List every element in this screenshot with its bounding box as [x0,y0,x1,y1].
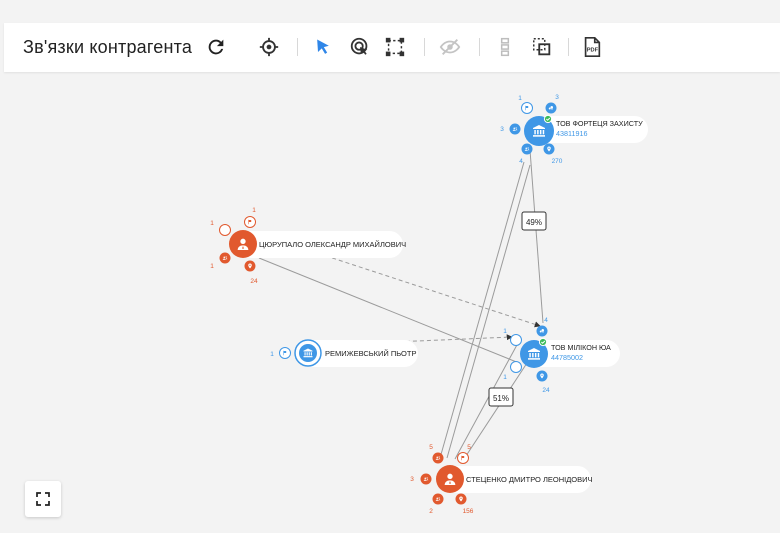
group-select-icon [533,38,551,56]
node-name: ЦЮРУПАЛО ОЛЕКСАНДР МИХАЙЛОВИЧ [259,240,406,249]
count-share: 4 [544,317,548,324]
node-remyzhevskyi[interactable]: РЕМИЖЕВСЬКИЙ ПЬОТР 1 [270,339,418,367]
edge-stetsenko-milikon-a [454,342,519,460]
cursor-icon [317,39,329,54]
refresh-icon [208,39,224,55]
edge-fortress-milikon [529,149,544,324]
count-group: 1 [503,374,507,381]
count-group: 1 [210,263,214,270]
node-name: ТОВ ФОРТЕЦЯ ЗАХИСТУ [556,119,643,128]
toolbar: Зв'язки контрагента PDF [4,23,780,72]
fullscreen-icon [36,492,50,506]
select-area-button[interactable] [383,35,407,59]
page-title: Зв'язки контрагента [23,37,193,57]
edge-stetsenko-milikon-b [461,362,528,463]
count-group: 2 [429,508,433,515]
node-code: 43811916 [556,129,587,138]
toolbar-divider [424,38,425,56]
edge-fortress-stetsenko-a [439,161,525,459]
node-fortress[interactable]: ТОВ ФОРТЕЦЯ ЗАХИСТУ 43811916 1 3 3 4 270 [500,94,648,165]
refresh-button[interactable] [204,35,228,59]
count-flag: 5 [467,444,471,451]
toolbar-divider [479,38,480,56]
center-target-button[interactable] [257,35,281,59]
toolbar-divider [568,38,569,56]
group-select-button[interactable] [530,35,554,59]
count-location: 270 [552,158,563,165]
count-group-left: 3 [410,476,414,483]
node-milikon[interactable]: ТОВ МІЛІКОН ЮА 44785002 1 4 1 24 [503,317,620,394]
export-pdf-button[interactable]: PDF [580,35,604,59]
focus-cursor-icon [350,37,368,55]
count-flag: 1 [270,351,274,358]
count-group: 4 [519,158,523,165]
node-name: ТОВ МІЛІКОН ЮА [551,343,611,352]
columns-icon [500,37,510,57]
node-tsyurupalo[interactable]: ЦЮРУПАЛО ОЛЕКСАНДР МИХАЙЛОВИЧ 1 1 1 24 [210,207,406,285]
count-person: 3 [500,126,504,133]
count-person: 1 [503,328,507,335]
node-name: РЕМИЖЕВСЬКИЙ ПЬОТР [325,349,416,358]
verified-icon [541,340,546,344]
graph-canvas[interactable]: 49% 51% ТОВ ФОРТЕЦЯ ЗАХИСТУ 43811916 1 3… [0,72,780,533]
count-flag: 1 [252,207,256,214]
count-person-top: 1 [210,220,214,227]
verified-icon [546,117,551,121]
columns-layout-button[interactable] [493,35,517,59]
select-cursor-button[interactable] [311,35,335,59]
count-location: 24 [542,387,550,394]
edge-tsyurupalo-milikon-solid [258,257,520,364]
count-location: 24 [250,278,258,285]
pdf-label: PDF [587,48,599,54]
count-share: 3 [555,94,559,101]
pdf-icon: PDF [584,37,601,57]
node-stetsenko[interactable]: СТЕЦЕНКО ДМИТРО ЛЕОНІДОВИЧ 5 5 3 2 156 [410,444,592,515]
edge-label-51: 51% [488,387,514,407]
graph-edges [258,149,544,463]
node-name: СТЕЦЕНКО ДМИТРО ЛЕОНІДОВИЧ [466,475,593,484]
count-flag: 1 [518,95,522,102]
count-location: 156 [463,508,474,515]
count-person: 5 [429,444,433,451]
hide-icon [439,39,461,55]
toolbar-divider [297,38,298,56]
edge-label-text: 51% [493,394,509,403]
select-area-icon [385,37,405,57]
fullscreen-button[interactable] [25,481,61,517]
target-icon [259,37,279,57]
edge-label-text: 49% [526,218,542,227]
edge-fortress-stetsenko-b [446,164,531,459]
node-code: 44785002 [551,353,583,362]
edge-label-49: 49% [521,211,547,231]
hide-nodes-button[interactable] [438,35,462,59]
focus-node-button[interactable] [348,35,372,59]
